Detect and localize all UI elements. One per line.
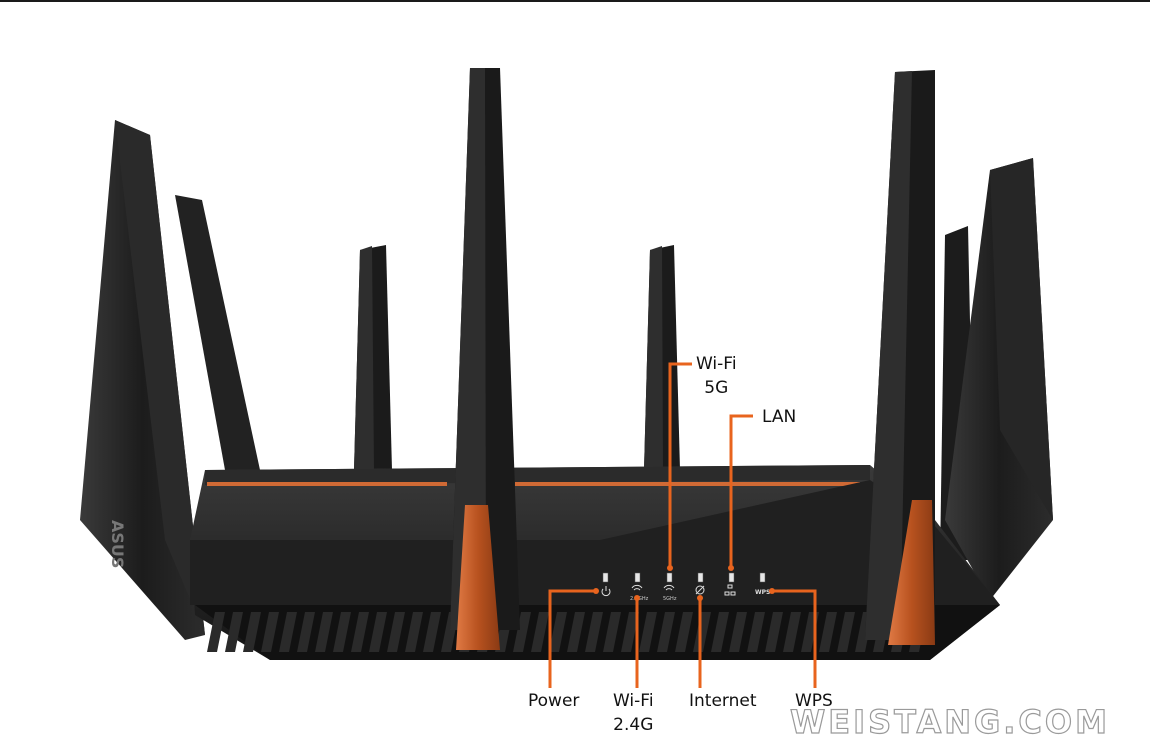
- vent-slot: [279, 612, 297, 652]
- label-power: Power: [528, 691, 580, 711]
- antenna-front-center: [450, 68, 520, 650]
- vent-slot: [351, 612, 369, 652]
- callout-wifi-5g: [668, 362, 692, 568]
- label-lan: LAN: [762, 407, 797, 427]
- vent-slot: [369, 612, 387, 652]
- vent-slot: [423, 612, 441, 652]
- vent-slot: [297, 612, 315, 652]
- vent-slot: [819, 612, 837, 652]
- vent-slot: [693, 612, 711, 652]
- antenna-left-inner: [175, 195, 260, 470]
- led-wifi-24g: [634, 572, 641, 583]
- led-lan: [728, 572, 735, 583]
- led-label-5ghz: 5GHz: [663, 596, 677, 602]
- vent-slot: [765, 612, 783, 652]
- vent-slot: [783, 612, 801, 652]
- label-wifi-24g: Wi-Fi 2.4G: [613, 689, 654, 737]
- led-icons: [601, 584, 736, 597]
- led-internet: [697, 572, 704, 583]
- router-vents: [207, 612, 927, 652]
- vent-slot: [711, 612, 729, 652]
- callout-power: [548, 589, 596, 688]
- vent-slot: [603, 612, 621, 652]
- vent-slot: [621, 612, 639, 652]
- top-border: [0, 0, 1150, 2]
- antenna-left-outer: [80, 120, 205, 640]
- vent-slot: [513, 612, 531, 652]
- led-wifi-5g: [666, 572, 673, 583]
- callout-wps: [772, 589, 817, 688]
- vent-slot: [531, 612, 549, 652]
- label-wifi-5g-line1: Wi-Fi: [696, 354, 737, 374]
- label-wifi-5g-line2: 5G: [704, 378, 729, 398]
- vent-slot: [549, 612, 567, 652]
- vent-slot: [657, 612, 675, 652]
- label-wifi-5g: Wi-Fi 5G: [696, 352, 737, 400]
- power-icon: [601, 586, 611, 597]
- vent-slot: [747, 612, 765, 652]
- vent-slot: [225, 612, 243, 652]
- vent-slot: [405, 612, 423, 652]
- vent-slot: [333, 612, 351, 652]
- vent-slot: [207, 612, 225, 652]
- vent-slot: [243, 612, 261, 652]
- callout-dots: [593, 565, 775, 601]
- label-internet: Internet: [689, 691, 757, 711]
- vent-slot: [585, 612, 603, 652]
- label-wifi-24g-line2: 2.4G: [613, 715, 654, 735]
- vent-slot: [729, 612, 747, 652]
- antenna-back-right: [644, 245, 680, 470]
- internet-globe-icon: [695, 585, 705, 595]
- vent-slot: [567, 612, 585, 652]
- callout-lan: [729, 414, 753, 568]
- label-wps: WPS: [795, 691, 833, 711]
- label-wifi-24g-line1: Wi-Fi: [613, 691, 654, 711]
- wifi-5g-icon: [663, 584, 675, 591]
- watermark: WEISTANG.COM: [789, 702, 1110, 741]
- led-power: [602, 572, 609, 583]
- vent-slot: [261, 612, 279, 652]
- wifi-24g-icon: [631, 584, 643, 591]
- led-label-wps: WPS: [755, 589, 770, 596]
- vent-slot: [639, 612, 657, 652]
- vent-slot: [837, 612, 855, 652]
- antenna-front-right: [865, 70, 935, 645]
- lan-network-icon: [724, 584, 736, 596]
- antenna-right-outer: [945, 158, 1053, 600]
- brand-logo: ASUS: [108, 520, 127, 568]
- vent-slot: [315, 612, 333, 652]
- vent-slot: [675, 612, 693, 652]
- led-wps: [759, 572, 766, 583]
- antenna-back-left: [354, 245, 392, 470]
- vent-slot: [387, 612, 405, 652]
- status-leds: [602, 572, 766, 583]
- callout-lines: [548, 362, 817, 688]
